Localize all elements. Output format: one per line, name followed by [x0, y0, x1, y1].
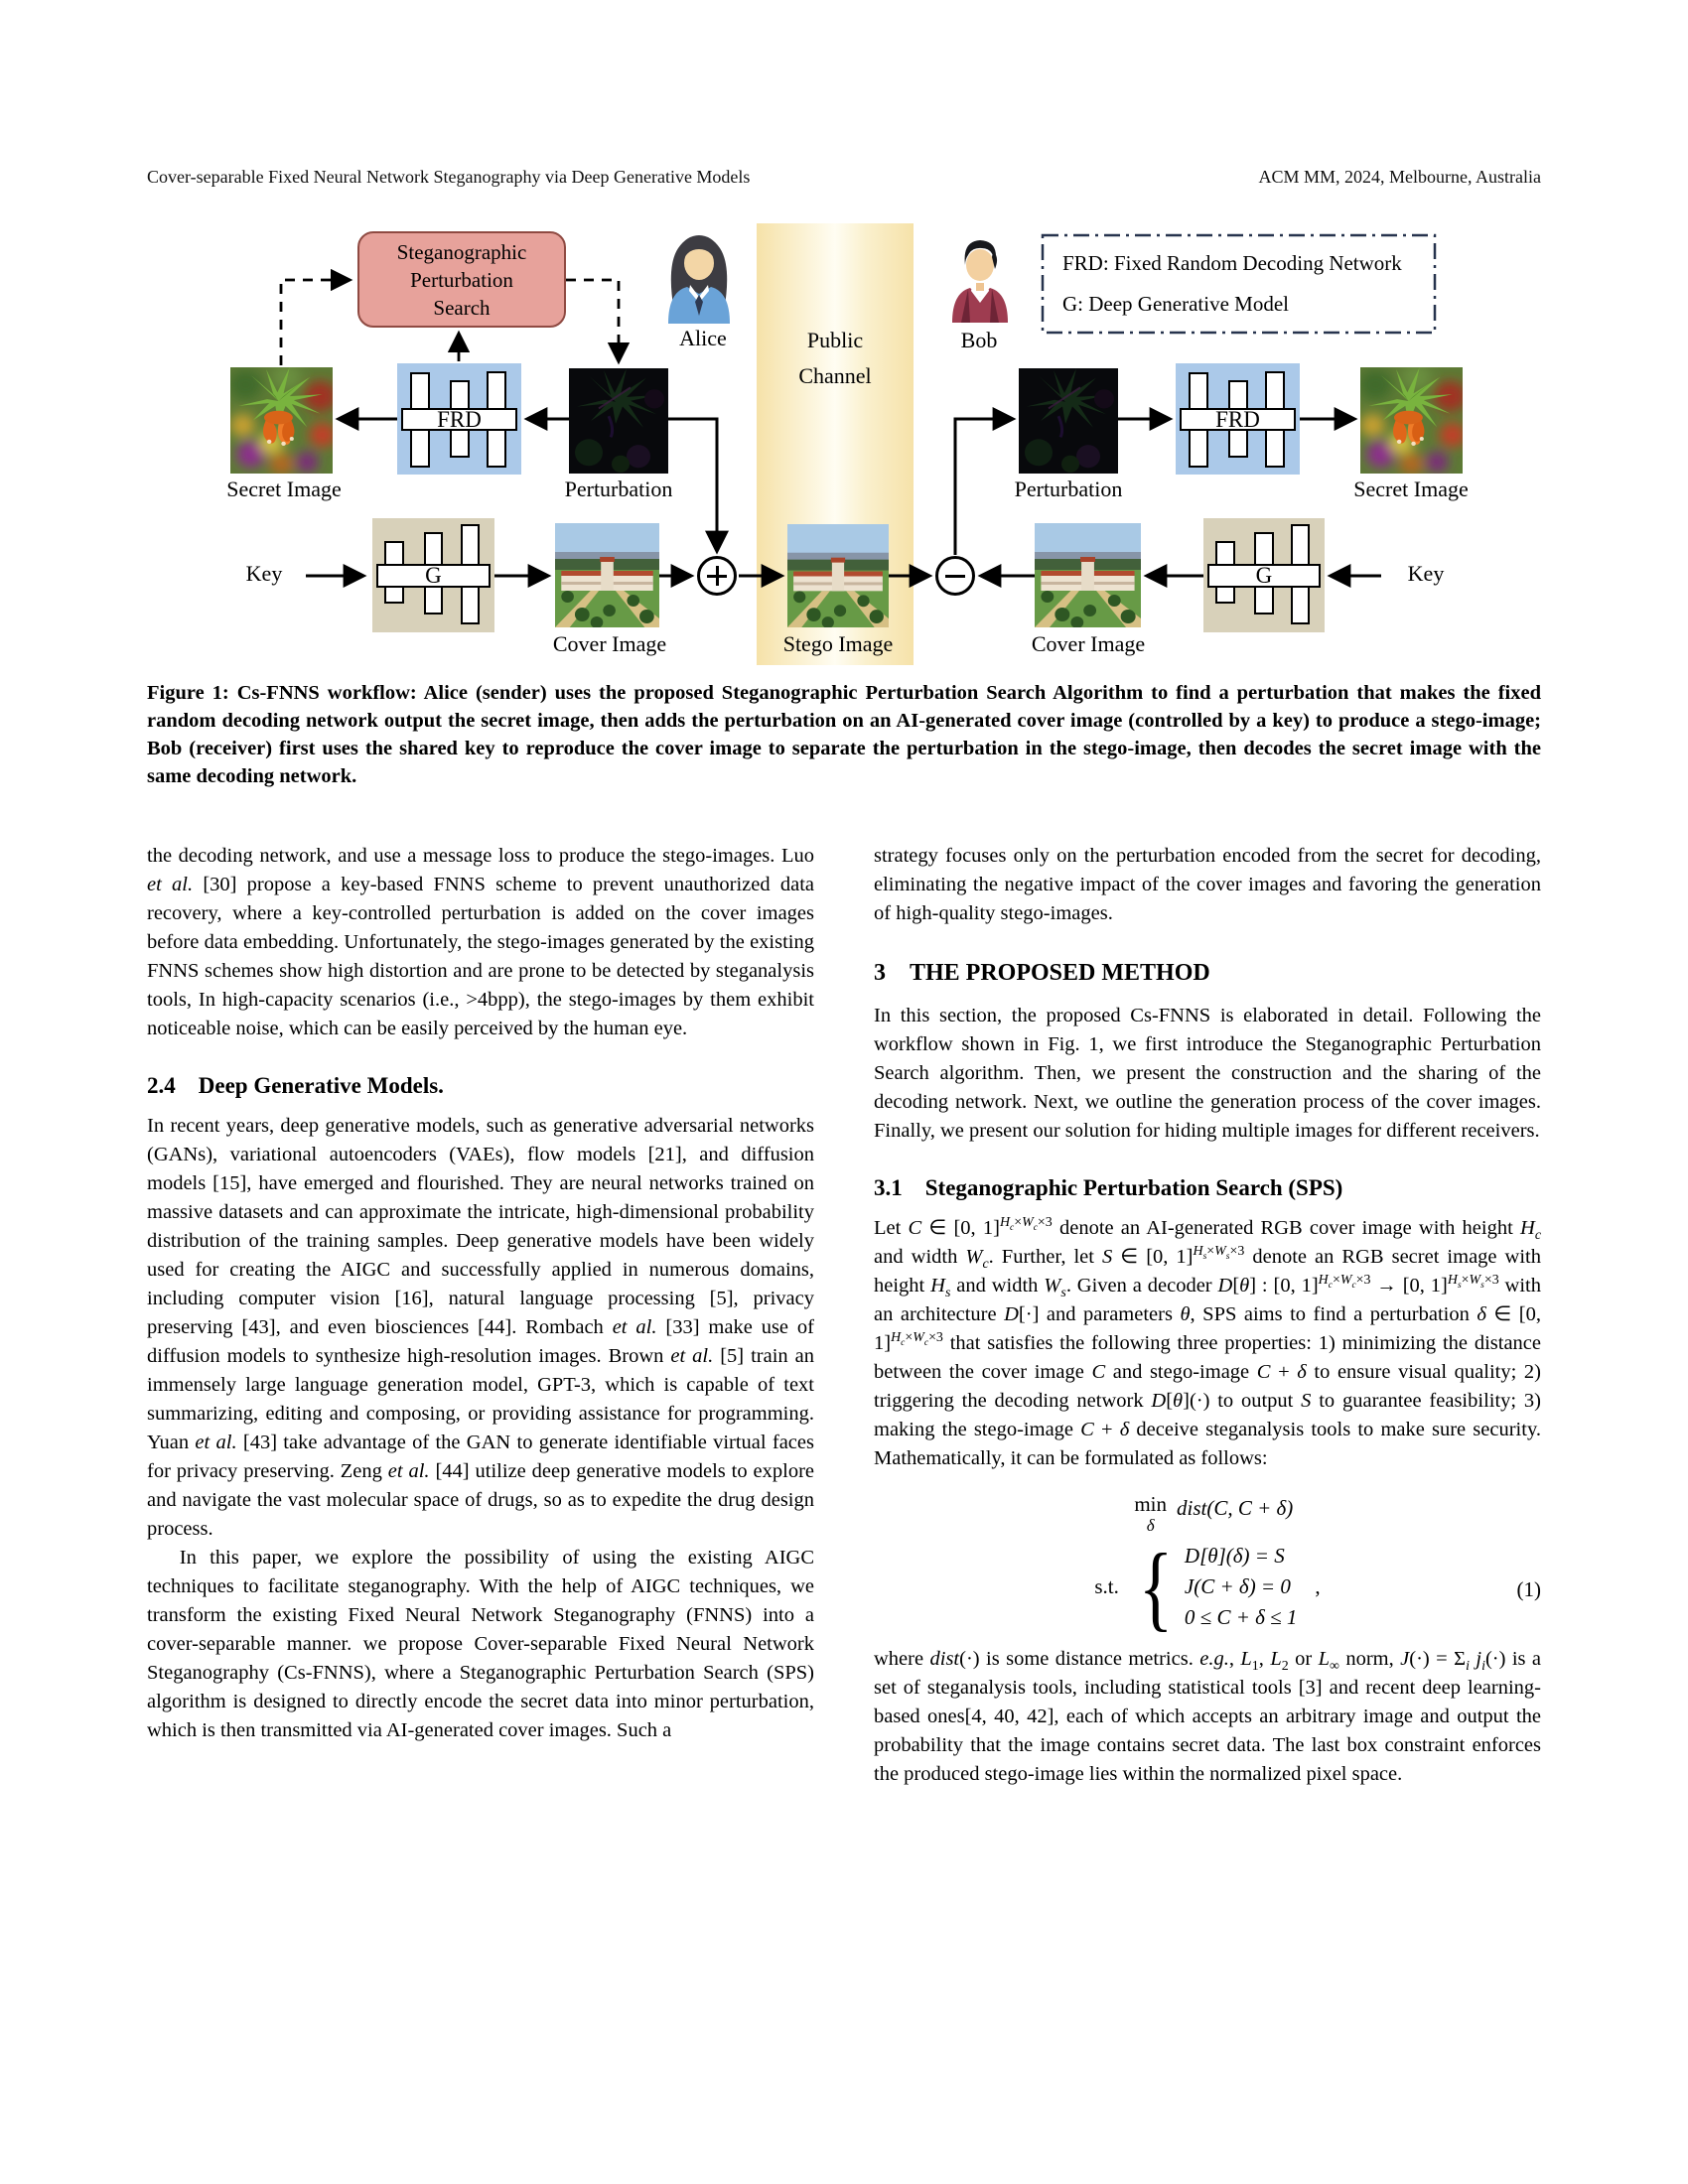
- secret-image-left: [230, 367, 333, 474]
- frd-network-left-icon: FRD: [397, 363, 521, 475]
- cover-image-left: [555, 523, 659, 627]
- bob-avatar-icon: [948, 234, 1012, 324]
- header-paper-title: Cover-separable Fixed Neural Network Ste…: [147, 167, 751, 187]
- public-channel-label: Public Channel: [798, 328, 872, 388]
- perturbation-image-right: [1019, 368, 1118, 474]
- generator-network-left-icon: G: [372, 518, 494, 632]
- paragraph: the decoding network, and use a message …: [147, 845, 814, 1039]
- legend-frd-line: FRD: Fixed Random Decoding Network: [1062, 251, 1402, 275]
- paragraph: In this paper, we explore the possibilit…: [147, 1547, 814, 1741]
- figure-1-caption: Figure 1: Cs-FNNS workflow: Alice (sende…: [147, 682, 1541, 787]
- perturbation-image-left: [569, 368, 668, 474]
- frd-left-label: FRD: [400, 407, 518, 432]
- generator-network-right-icon: G: [1203, 518, 1325, 632]
- header-venue: ACM MM, 2024, Melbourne, Australia: [1258, 167, 1541, 187]
- g-left-label: G: [375, 563, 492, 589]
- constraints: D[θ](δ) = S J(C + δ) = 0 0 ≤ C + δ ≤ 1: [1184, 1544, 1298, 1629]
- left-column: the decoding network, and use a message …: [147, 842, 814, 1789]
- plus-circle-icon: [697, 556, 737, 596]
- section-heading-3: 3 THE PROPOSED METHOD: [874, 960, 1210, 986]
- cover-image-left-label: Cover Image: [552, 631, 667, 656]
- paragraph: In recent years, deep generative models,…: [147, 1115, 814, 1540]
- objective-expression: dist(C, C + δ): [1176, 1496, 1294, 1520]
- secret-image-right: [1360, 367, 1463, 474]
- secret-image-right-label: Secret Image: [1353, 477, 1469, 501]
- subject-to: s.t.: [1094, 1574, 1119, 1598]
- stego-image-label: Stego Image: [782, 631, 894, 656]
- figure-legend: FRD: Fixed Random Decoding Network G: De…: [1043, 235, 1435, 333]
- sps-algorithm-box: Steganographic Perturbation Search: [357, 231, 566, 328]
- secret-image-left-label: Secret Image: [226, 477, 342, 501]
- bob-label: Bob: [960, 328, 998, 352]
- perturbation-right-label: Perturbation: [1014, 477, 1123, 501]
- alice-avatar-icon: [660, 231, 738, 325]
- frd-network-right-icon: FRD: [1176, 363, 1300, 475]
- cover-image-right: [1035, 523, 1141, 627]
- brace-glyph: {: [1138, 1533, 1174, 1640]
- equation-1: min δ dist(C, C + δ) s.t. { D[θ](δ) = S …: [1094, 1492, 1542, 1640]
- figure-connectors: [279, 233, 1437, 588]
- legend-g-line: G: Deep Generative Model: [1062, 292, 1289, 316]
- right-column: strategy focuses only on the perturbatio…: [874, 842, 1541, 1789]
- key-left-label: Key: [245, 561, 283, 586]
- equation-number: (1): [1516, 1577, 1542, 1602]
- running-header: Cover-separable Fixed Neural Network Ste…: [147, 167, 1541, 188]
- paragraph: strategy focuses only on the perturbatio…: [874, 845, 1541, 924]
- paragraph: In this section, the proposed Cs-FNNS is…: [874, 1005, 1541, 1142]
- alice-label: Alice: [679, 326, 727, 350]
- cover-image-right-label: Cover Image: [1031, 631, 1146, 656]
- min-operator: min δ: [1134, 1492, 1167, 1535]
- stego-image: [787, 524, 889, 627]
- minus-circle-icon: [935, 556, 975, 596]
- section-heading-3-1: 3.1 Steganographic Perturbation Search (…: [874, 1175, 1343, 1200]
- key-right-label: Key: [1407, 561, 1445, 586]
- paragraph: where dist(·) is some distance metrics. …: [874, 1648, 1542, 1785]
- paragraph: Let C ∈ [0, 1]Hc×Wc×3 denote an AI-gener…: [874, 1215, 1542, 1469]
- figure-1-diagram: Public Channel: [147, 223, 1541, 670]
- two-column-body: the decoding network, and use a message …: [147, 842, 1541, 1789]
- section-heading-2-4: 2.4 Deep Generative Models.: [147, 1073, 444, 1098]
- frd-right-label: FRD: [1179, 407, 1297, 432]
- perturbation-left-label: Perturbation: [564, 477, 673, 501]
- g-right-label: G: [1206, 563, 1322, 589]
